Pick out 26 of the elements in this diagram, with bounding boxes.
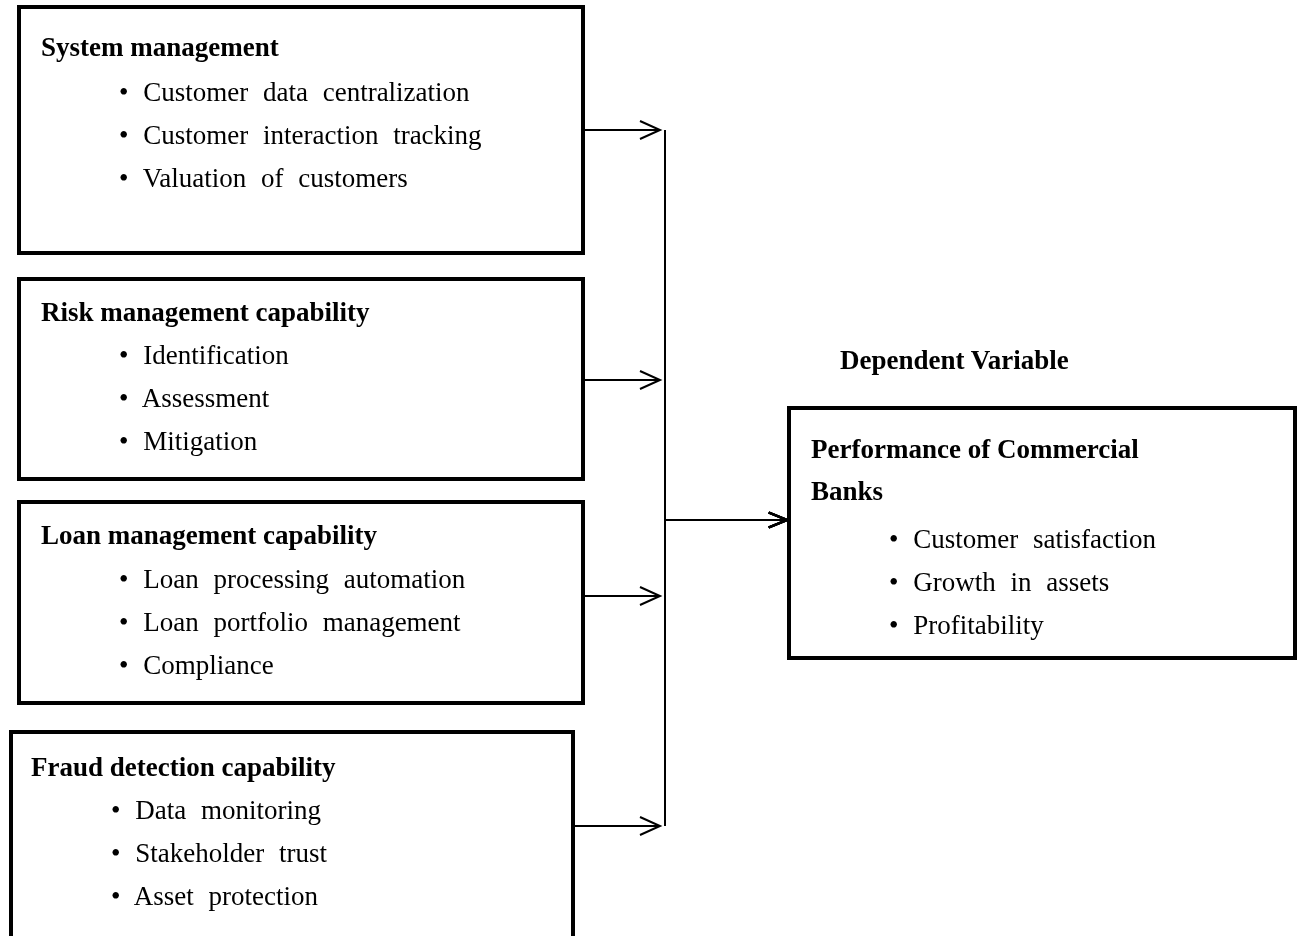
box-heading: Fraud detection capability bbox=[31, 751, 337, 784]
variable-box bbox=[9, 730, 575, 936]
bullet-item: • Profitability bbox=[889, 609, 1044, 642]
variable-box bbox=[17, 500, 585, 705]
bullet-item: • Mitigation bbox=[119, 425, 258, 458]
box-heading: System management bbox=[41, 31, 280, 64]
box-heading: Loan management capability bbox=[41, 519, 378, 552]
bullet-item: • Assessment bbox=[119, 382, 270, 415]
bullet-item: • Identification bbox=[119, 339, 289, 372]
bullet-item: • Compliance bbox=[119, 649, 274, 682]
variable-box bbox=[17, 277, 585, 481]
bullet-item: • Customer data centralization bbox=[119, 76, 470, 109]
variable-box bbox=[787, 406, 1297, 660]
bullet-item: • Stakeholder trust bbox=[111, 837, 327, 870]
variable-box bbox=[17, 5, 585, 255]
bullet-item: • Growth in assets bbox=[889, 566, 1110, 599]
bullet-item: • Loan processing automation bbox=[119, 563, 466, 596]
box-heading: Performance of Commercial Banks bbox=[811, 433, 1140, 508]
bullet-item: • Valuation of customers bbox=[119, 162, 408, 195]
bullet-item: • Customer interaction tracking bbox=[119, 119, 482, 152]
variable-label: Dependent Variable bbox=[840, 345, 1069, 376]
bullet-item: • Loan portfolio management bbox=[119, 606, 461, 639]
box-heading: Risk management capability bbox=[41, 296, 371, 329]
bullet-item: • Data monitoring bbox=[111, 794, 321, 827]
bullet-item: • Customer satisfaction bbox=[889, 523, 1156, 556]
bullet-item: • Asset protection bbox=[111, 880, 318, 913]
